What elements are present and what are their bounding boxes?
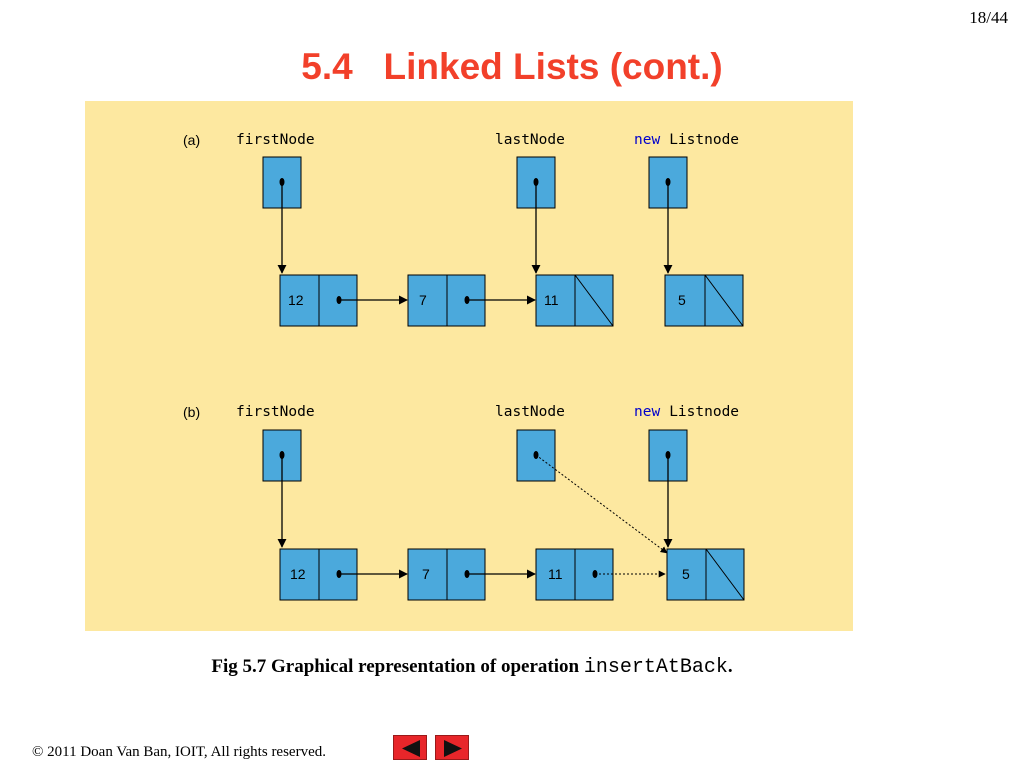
node-value: 5: [678, 292, 686, 308]
node-data-cell: [407, 274, 448, 327]
caption-prefix: Fig 5.7 Graphical representation of oper…: [211, 656, 584, 677]
part-a-label: (a): [183, 132, 200, 148]
copyright-symbol: ©: [32, 744, 44, 760]
node-value: 12: [290, 566, 306, 582]
part-a: (a) firstNode lastNode new Listnode 12: [183, 132, 744, 327]
caption-suffix: .: [727, 656, 733, 677]
list-node: 11: [535, 274, 614, 327]
node-data-cell: [664, 274, 706, 327]
node-data-cell: [535, 274, 576, 327]
null-link-slash: [704, 274, 744, 327]
slide-title: 5.4 Linked Lists (cont.): [301, 46, 723, 87]
figure-caption: Fig 5.7 Graphical representation of oper…: [0, 656, 944, 679]
null-link-slash: [574, 274, 614, 327]
part-b-label: (b): [183, 404, 200, 420]
copyright-notice: © 2011 Doan Van Ban, IOIT, All rights re…: [32, 744, 326, 761]
list-node: 7: [407, 548, 486, 601]
caption-code: insertAtBack: [583, 656, 728, 679]
node-value: 11: [544, 292, 559, 308]
new-listnode-label: new Listnode: [634, 404, 739, 420]
new-list-node: 5: [666, 548, 745, 601]
triangle-left-icon: [402, 740, 420, 757]
null-link-slash: [705, 548, 745, 601]
page-number: 18/44: [969, 8, 1008, 27]
node-data-cell: [535, 548, 576, 601]
part-b: (b) firstNode lastNode new Listnode 12: [183, 404, 745, 601]
node-value: 11: [548, 566, 563, 582]
listnode-type: Listnode: [669, 404, 739, 420]
new-keyword: new: [634, 132, 660, 148]
node-data-cell: [279, 548, 320, 601]
list-node: 12: [279, 274, 358, 327]
node-value: 7: [419, 292, 427, 308]
node-value: 5: [682, 566, 690, 582]
previous-slide-button[interactable]: [393, 735, 427, 760]
list-node: 11: [535, 548, 614, 601]
node-value: 7: [422, 566, 430, 582]
listnode-type: Listnode: [669, 132, 739, 148]
node-data-cell: [407, 548, 448, 601]
last-node-label: lastNode: [495, 404, 565, 420]
first-node-label: firstNode: [236, 132, 315, 148]
triangle-right-icon: [444, 740, 462, 757]
last-node-label: lastNode: [495, 132, 565, 148]
next-slide-button[interactable]: [435, 735, 469, 760]
node-value: 12: [288, 292, 304, 308]
new-list-node: 5: [664, 274, 744, 327]
new-keyword: new: [634, 404, 660, 420]
last-node-dotted-arrow: [535, 454, 668, 554]
copyright-text: 2011 Doan Van Ban, IOIT, All rights rese…: [43, 744, 326, 760]
first-node-label: firstNode: [236, 404, 315, 420]
new-listnode-label: new Listnode: [634, 132, 739, 148]
